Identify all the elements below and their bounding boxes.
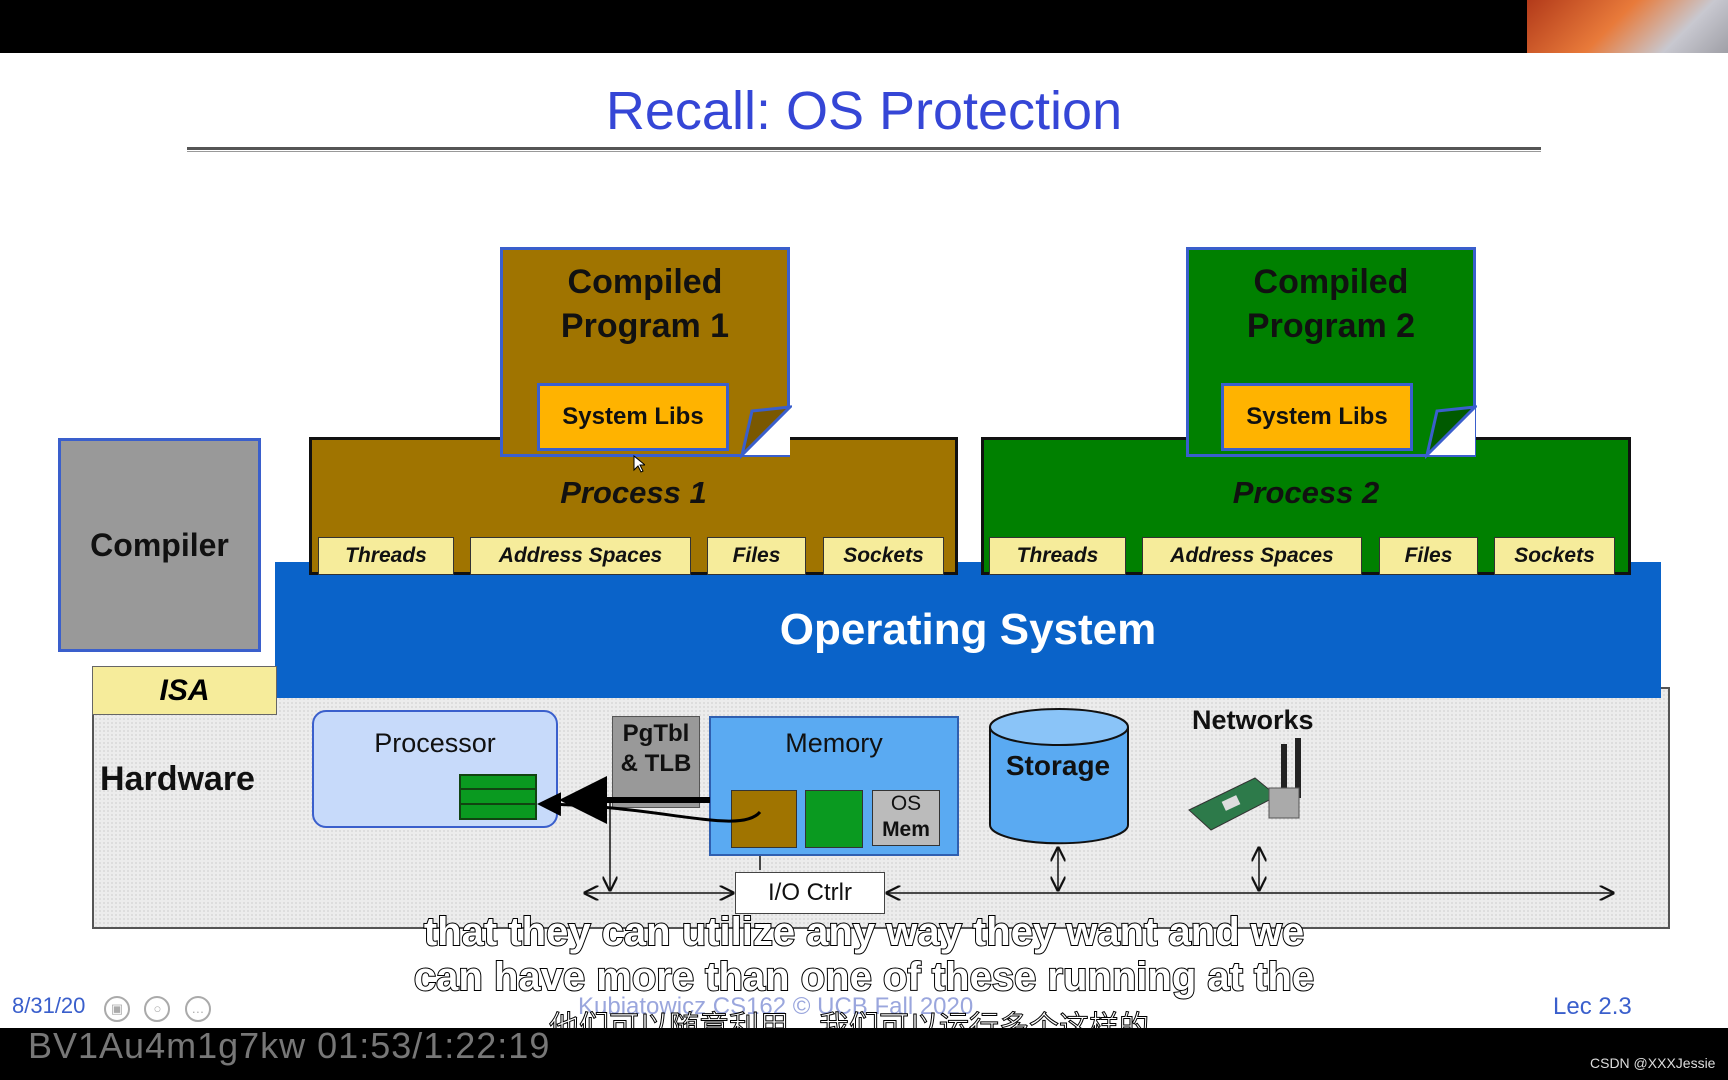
process-2-title: Process 2	[1232, 475, 1380, 510]
program-1-page-fold	[740, 405, 792, 459]
compiler-box: Compiler	[58, 438, 261, 652]
lock-icon[interactable]: ▣	[104, 996, 130, 1022]
video-watermark: BV1Au4m1g7kw 01:53/1:22:19	[28, 1025, 551, 1066]
processor-register-block	[459, 774, 537, 820]
subtitle-line-1: that they can utilize any way they want …	[423, 909, 1305, 955]
program-2-line1: Compiled	[1253, 263, 1409, 301]
process-1-address-spaces-chip: Address Spaces	[470, 537, 691, 575]
program-1-line1: Compiled	[567, 263, 723, 301]
subtitle-line-2: can have more than one of these running …	[413, 954, 1315, 1000]
process-2-files-chip: Files	[1379, 537, 1478, 575]
process-1-sockets-chip: Sockets	[823, 537, 944, 575]
os-mem-line1: OS	[890, 792, 922, 815]
pgtbl-line2: & TLB	[620, 750, 692, 777]
program-1-system-libs: System Libs	[537, 383, 729, 451]
process-2-threads-chip: Threads	[989, 537, 1126, 575]
more-icon[interactable]: …	[184, 996, 211, 1022]
slide-title: Recall: OS Protection	[605, 81, 1123, 141]
hardware-label: Hardware	[100, 760, 255, 798]
process-1-threads-chip: Threads	[318, 537, 454, 575]
os-mem-region: OS Mem	[872, 790, 940, 846]
footer-lecture-number: Lec 2.3	[1553, 993, 1632, 1020]
video-top-bar	[0, 0, 1728, 53]
process-1-files-chip: Files	[707, 537, 806, 575]
player-controls: ▣ ○ …	[104, 996, 221, 1022]
title-divider	[187, 147, 1541, 150]
io-controller-box: I/O Ctrlr	[735, 872, 885, 914]
pgtbl-line1: PgTbl	[622, 720, 690, 747]
program-2-line2: Program 2	[1246, 307, 1416, 345]
csdn-credit: CSDN @XXXJessie	[1590, 1055, 1716, 1071]
memory-label: Memory	[785, 728, 883, 758]
process-2-address-spaces-chip: Address Spaces	[1142, 537, 1362, 575]
operating-system-bar: Operating System	[275, 562, 1661, 698]
video-bottom-bar	[0, 1028, 1728, 1080]
process-2-sockets-chip: Sockets	[1494, 537, 1615, 575]
memory-program-2-region	[805, 790, 863, 848]
process-1-title: Process 1	[560, 475, 707, 510]
storage-label: Storage	[1005, 750, 1111, 781]
program-2-page-fold	[1425, 405, 1477, 459]
program-2-system-libs: System Libs	[1221, 383, 1413, 451]
pgtbl-tlb-box: PgTbl & TLB	[612, 716, 700, 808]
search-icon[interactable]: ○	[144, 996, 171, 1022]
os-mem-line2: Mem	[882, 818, 930, 841]
network-card-icon	[1188, 738, 1301, 831]
title-divider-thin	[187, 151, 1541, 152]
footer-date: 8/31/20	[12, 993, 86, 1018]
program-1-line2: Program 1	[560, 307, 730, 345]
mouse-cursor-icon	[633, 455, 645, 473]
footer-course: Kubiatowicz CS162 © UCB Fall 2020	[578, 993, 974, 1020]
networks-label: Networks	[1192, 705, 1314, 735]
processor-label: Processor	[374, 728, 496, 758]
storage-cylinder	[989, 708, 1129, 845]
isa-label: ISA	[92, 666, 277, 715]
